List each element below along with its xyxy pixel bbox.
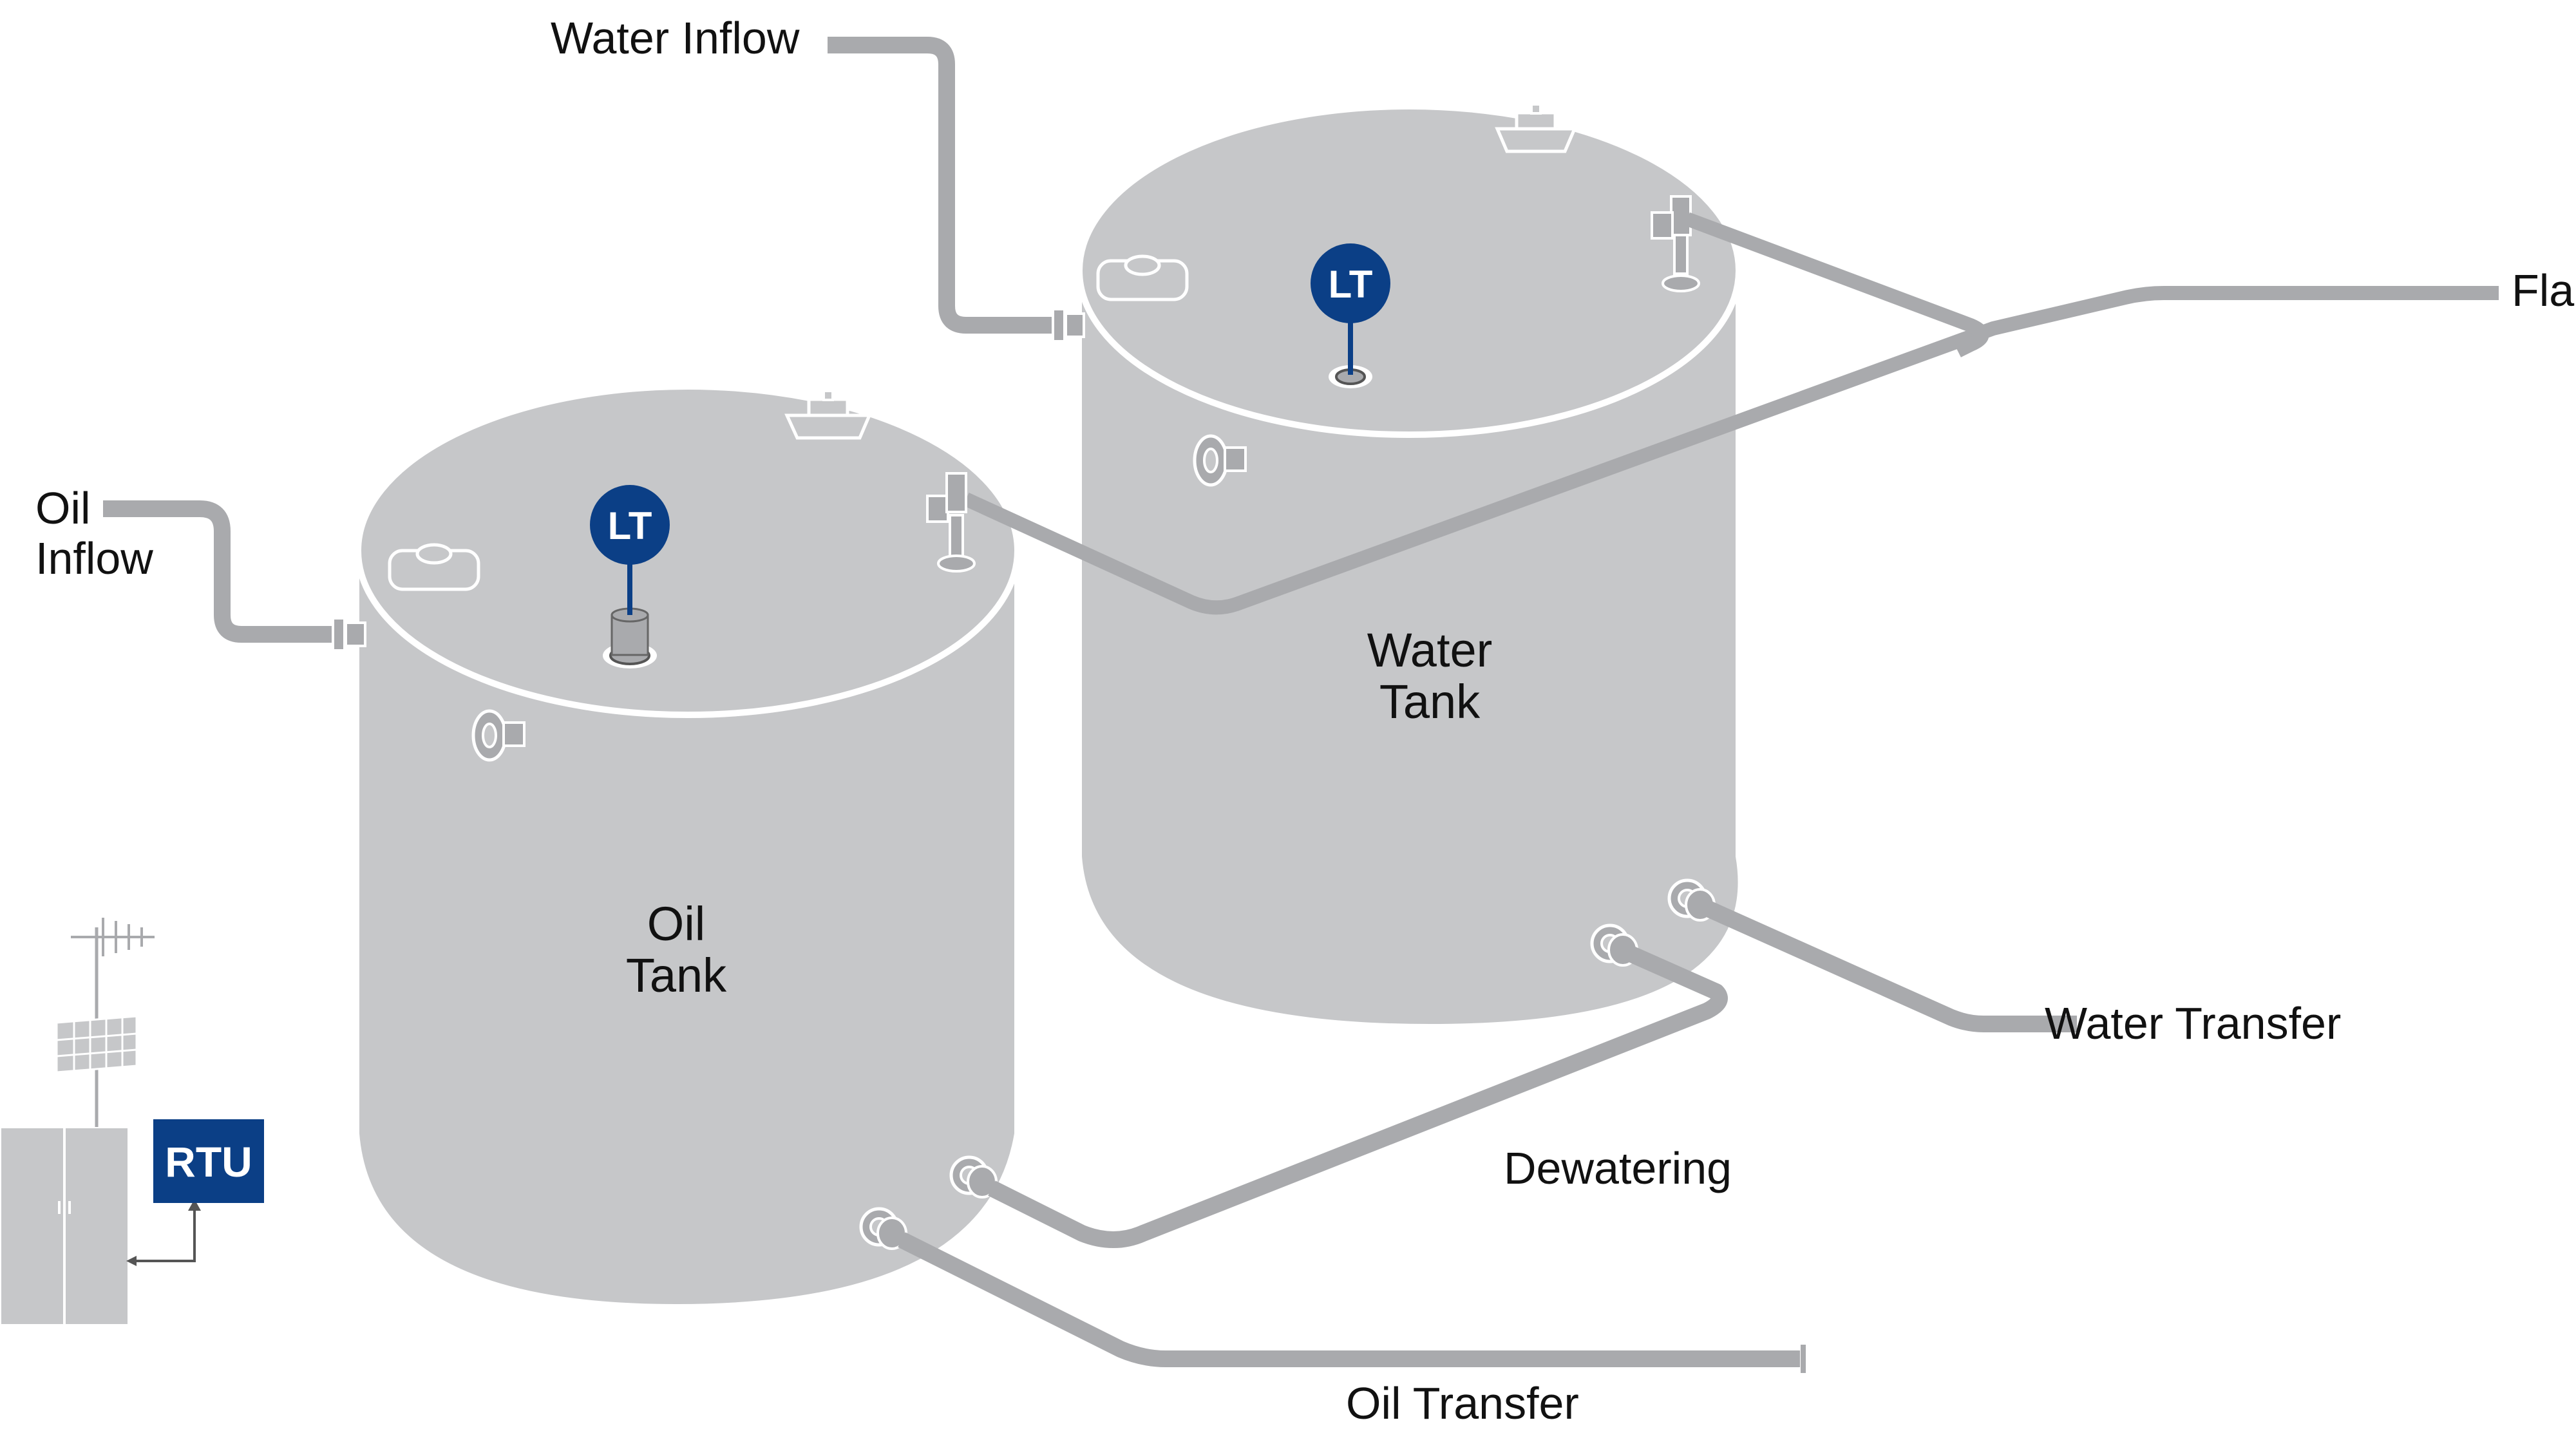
oil-tank-top bbox=[355, 383, 1021, 718]
oil-tank-transfer-nozzle-icon bbox=[859, 1207, 907, 1250]
water-tank-label: Water Tank bbox=[1367, 623, 1493, 728]
water-tank-top bbox=[1076, 103, 1742, 438]
oil-tank-dewatering-nozzle-icon bbox=[949, 1155, 998, 1198]
oil-inflow-pipe bbox=[103, 500, 341, 643]
water-inflow-pipe bbox=[828, 37, 1066, 334]
flare-pipe bbox=[963, 286, 2499, 615]
oil-tank-top-hatch-icon bbox=[784, 390, 872, 440]
solar-panel-icon bbox=[55, 1015, 138, 1074]
water-tank-top-hatch-icon bbox=[1495, 103, 1577, 153]
water-inflow-label: Water Inflow bbox=[551, 13, 800, 63]
rtu-link bbox=[126, 1199, 201, 1266]
oil-tank-lt-text: LT bbox=[608, 504, 652, 547]
oil-tank-hatch-icon bbox=[388, 543, 480, 591]
water-tank-vent-pipe bbox=[1685, 212, 1989, 357]
water-tank-nozzle-icon bbox=[1193, 434, 1247, 487]
oil-tank-vent-head bbox=[945, 472, 967, 513]
rtu-box: RTU bbox=[153, 1119, 264, 1203]
oil-inflow-label: Oil Inflow bbox=[35, 483, 153, 583]
water-tank bbox=[1076, 103, 1742, 1024]
flare-label: Flare bbox=[2512, 265, 2576, 316]
oil-tank-nozzle-icon bbox=[471, 709, 526, 762]
water-transfer-label: Water Transfer bbox=[2045, 998, 2342, 1048]
oil-transfer-label: Oil Transfer bbox=[1346, 1378, 1579, 1428]
oil-inflow-flange bbox=[332, 617, 366, 652]
water-tank-level-transmitter-icon: LT bbox=[1311, 243, 1390, 388]
dewatering-pipe bbox=[988, 944, 1728, 1248]
oil-tank bbox=[355, 383, 1021, 1304]
water-inflow-flange bbox=[1052, 308, 1085, 343]
water-tank-vent-valve-icon bbox=[1651, 195, 1700, 292]
oil-transfer-pipe bbox=[898, 1232, 1800, 1367]
oil-tank-level-transmitter-icon: LT bbox=[590, 485, 670, 668]
water-tank-lt-text: LT bbox=[1329, 263, 1373, 306]
water-tank-hatch-icon bbox=[1096, 254, 1189, 301]
oil-tank-label: Oil Tank bbox=[625, 897, 727, 1002]
dewatering-label: Dewatering bbox=[1504, 1143, 1732, 1193]
water-transfer-pipe bbox=[1703, 900, 2077, 1032]
rtu-label: RTU bbox=[165, 1138, 252, 1186]
rtu-cabinet-icon bbox=[0, 1126, 130, 1327]
